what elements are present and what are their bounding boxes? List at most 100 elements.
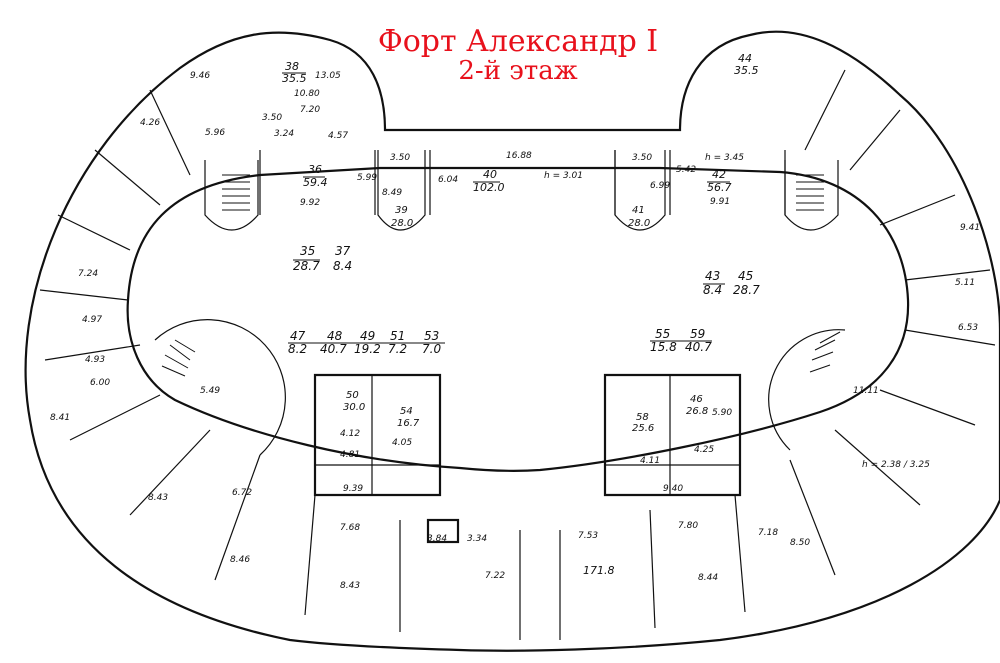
dimension-label: 6.72 — [232, 488, 252, 498]
dimension-label: 5.49 — [200, 386, 220, 396]
dimension-label: 8.41 — [50, 413, 70, 423]
room-number: 53 — [424, 329, 439, 343]
room-number: 40 — [483, 168, 497, 181]
dimension-label: 3.24 — [274, 129, 294, 139]
plan-walls — [24, 30, 1000, 652]
room-number: 43 — [705, 269, 720, 283]
dimension-label: 6.04 — [438, 175, 458, 185]
height-marker: h = 2.38 / 3.25 — [862, 460, 930, 470]
room-area: 19.2 — [354, 342, 381, 356]
dimension-label: 7.53 — [578, 531, 598, 541]
room-number: 38 — [285, 60, 299, 73]
dimension-label: 7.20 — [300, 105, 320, 115]
dimension-label: 3.84 — [427, 534, 447, 544]
dimension-label: 11.11 — [853, 386, 879, 396]
plan-title: Форт Александр I 2-й этаж — [0, 26, 1000, 85]
dimension-label: 16.88 — [506, 151, 532, 161]
room-number: 51 — [390, 329, 405, 343]
room-area: 40.7 — [685, 340, 712, 354]
dimension-label: 3.50 — [390, 153, 410, 163]
room-area: 8.2 — [288, 342, 307, 356]
dimension-label: 7.22 — [485, 571, 505, 581]
room-area: 8.4 — [703, 283, 722, 297]
room-area: 7.0 — [422, 342, 441, 356]
dimension-label: 5.99 — [357, 173, 377, 183]
room-number: 42 — [712, 168, 726, 181]
plan-title-line-2: 2-й этаж — [458, 55, 578, 86]
room-area: 40.7 — [320, 342, 347, 356]
dimension-label: 8.44 — [698, 573, 718, 583]
dimension-label: 7.18 — [758, 528, 778, 538]
room-number: 50 — [346, 390, 359, 401]
dimension-label: 5.96 — [205, 128, 225, 138]
dimension-label: 8.43 — [148, 493, 168, 503]
dimension-label: 9.92 — [300, 198, 320, 208]
room-number: 55 — [655, 327, 670, 341]
dimension-label: 4.81 — [340, 450, 360, 460]
dimension-label: 4.11 — [640, 456, 660, 466]
dimension-label: 4.25 — [694, 445, 714, 455]
room-number: 37 — [335, 244, 351, 258]
dimension-label: 7.68 — [340, 523, 360, 533]
dimension-label: 4.57 — [328, 131, 348, 141]
dimension-label: 8.49 — [382, 188, 402, 198]
dimension-label: 4.12 — [340, 429, 360, 439]
dimension-label: 10.80 — [294, 89, 320, 99]
dimension-label: 7.24 — [78, 269, 98, 279]
room-area: 30.0 — [343, 402, 365, 413]
dimension-label: 7.80 — [678, 521, 698, 531]
plan-title-line-1: Форт Александр I — [377, 24, 659, 59]
dimension-label: 6.53 — [958, 323, 978, 333]
dimension-label: 6.99 — [650, 181, 670, 191]
room-number: 59 — [690, 327, 705, 341]
dimension-label: 8.43 — [340, 581, 360, 591]
height-marker: h = 3.45 — [705, 153, 744, 163]
dimension-label: 13.05 — [315, 71, 341, 81]
room-number: 58 — [636, 412, 649, 423]
room-number: 45 — [738, 269, 753, 283]
room-number: 41 — [632, 205, 645, 216]
room-number: 35 — [300, 244, 315, 258]
room-number: 48 — [327, 329, 343, 343]
dimension-label: 9.91 — [710, 197, 730, 207]
dimension-label: 5.42 — [676, 165, 696, 175]
plan-room-partitions — [39, 69, 996, 640]
dimension-label: 5.11 — [955, 278, 975, 288]
dimension-label: 9.46 — [190, 71, 210, 81]
plan-labels: 38 36 39 40 42 41 44 35 37 43 45 47 48 4… — [50, 52, 980, 591]
room-area: 8.4 — [333, 259, 352, 273]
room-area: 102.0 — [473, 181, 505, 194]
dimension-label: 3.34 — [467, 534, 487, 544]
dimension-label: 6.00 — [90, 378, 110, 388]
room-area: 28.7 — [293, 259, 320, 273]
room-area: 35.5 — [734, 64, 759, 77]
room-number: 54 — [400, 406, 413, 417]
plan-staircases — [161, 174, 841, 377]
room-area: 7.2 — [388, 342, 407, 356]
room-number: 44 — [738, 52, 752, 65]
dimension-label: 3.50 — [632, 153, 652, 163]
room-area: 15.8 — [650, 340, 677, 354]
room-number: 39 — [395, 205, 408, 216]
dimension-label: 5.90 — [712, 408, 732, 418]
room-area: 26.8 — [686, 406, 708, 417]
room-area: 25.6 — [632, 423, 654, 434]
room-area: 171.8 — [583, 564, 615, 577]
room-area: 16.7 — [397, 418, 420, 429]
dimension-label: 3.50 — [262, 113, 282, 123]
room-area: 28.0 — [628, 218, 650, 229]
room-number: 46 — [690, 394, 703, 405]
dimension-label: 9.41 — [960, 223, 980, 233]
dimension-label: 9.40 — [663, 484, 683, 494]
dimension-label: 8.46 — [230, 555, 250, 565]
room-number: 47 — [290, 329, 306, 343]
room-number: 36 — [308, 163, 322, 176]
room-area: 59.4 — [303, 176, 328, 189]
dimension-label: 8.50 — [790, 538, 810, 548]
room-area: 28.0 — [391, 218, 413, 229]
dimension-label: 4.93 — [85, 355, 105, 365]
height-marker: h = 3.01 — [544, 171, 583, 181]
room-number: 49 — [360, 329, 375, 343]
